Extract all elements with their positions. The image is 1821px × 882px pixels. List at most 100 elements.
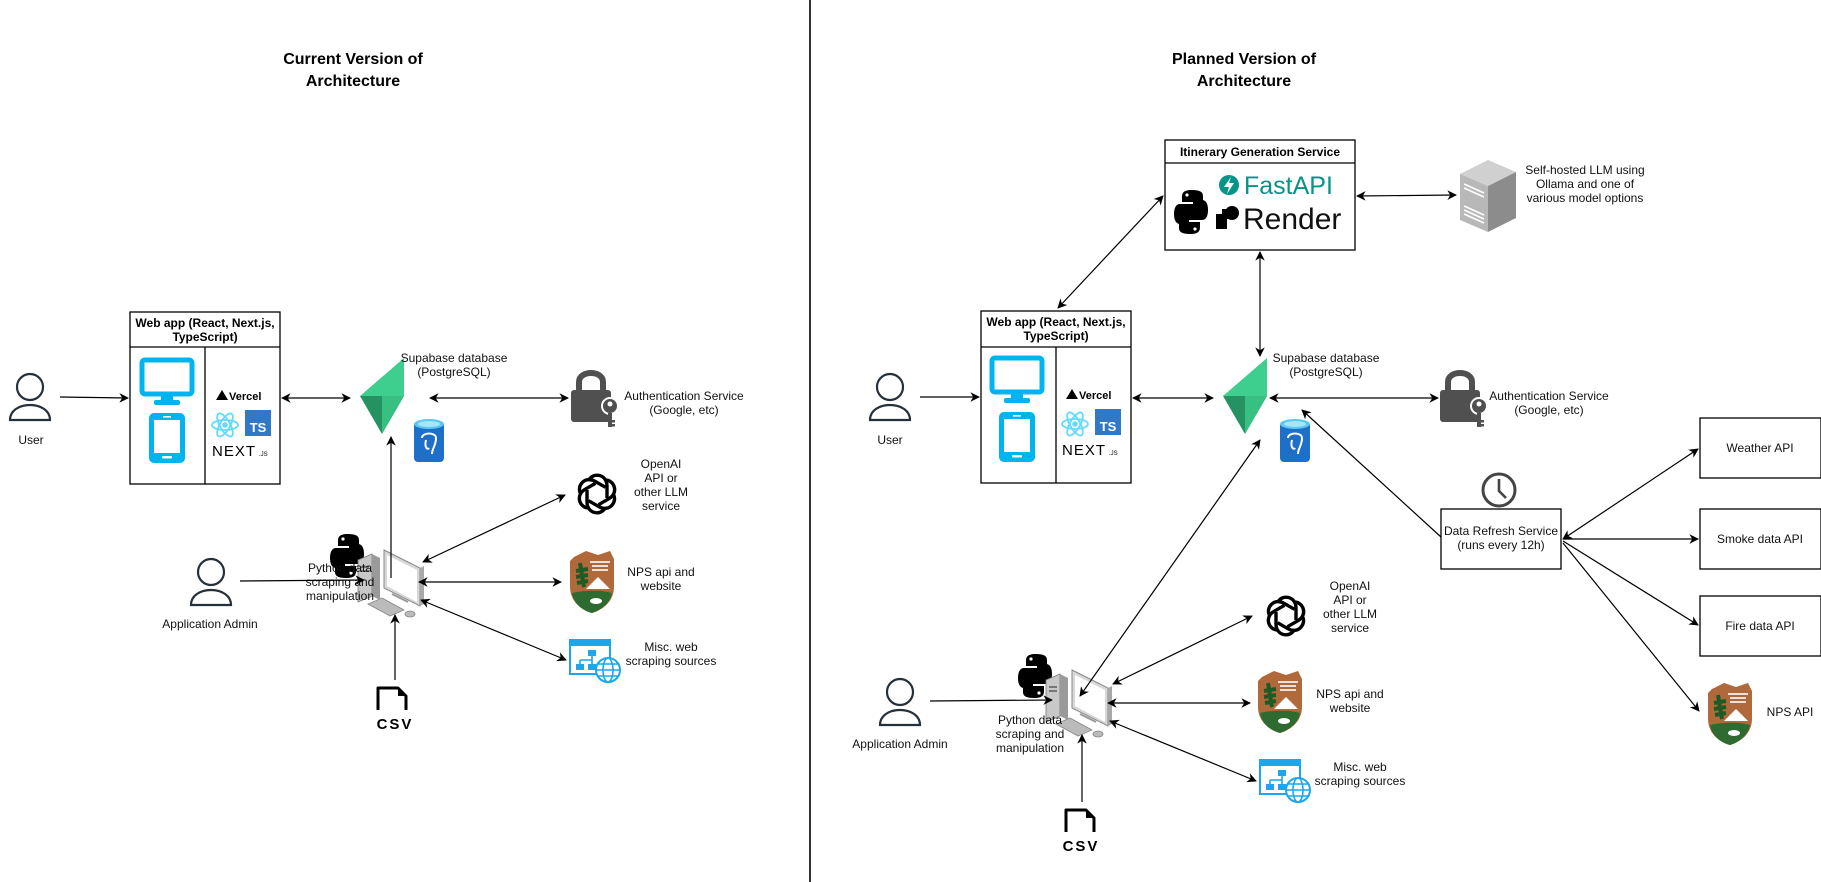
vercel-label: Vercel: [229, 391, 261, 403]
fastapi-label: FastAPI: [1244, 172, 1333, 200]
auth-label-line1: Authentication Service: [1489, 389, 1609, 403]
fire-api-label: Fire data API: [1725, 619, 1794, 633]
supabase-label-line1: Supabase database: [1273, 351, 1380, 365]
misc-label-line1: Misc. web: [644, 640, 698, 654]
webapp-header-line1: Web app (React, Next.js,: [986, 315, 1125, 329]
user-label: User: [877, 433, 902, 447]
edge-webapp-itinerary: [1057, 195, 1164, 309]
edge-admin-python: [239, 575, 365, 585]
admin-label: Application Admin: [162, 617, 257, 631]
openai-label-line4: service: [1331, 621, 1369, 635]
csv-label: CSV: [1063, 838, 1100, 855]
weather-api-box: [1699, 417, 1821, 479]
openai-label-line3: other LLM: [1323, 607, 1377, 621]
edge-refresh-fire: [1562, 540, 1699, 626]
typescript-label: TS: [1100, 419, 1117, 434]
openai-label-line1: OpenAI: [1330, 579, 1371, 593]
openai-label-line4: service: [642, 499, 680, 513]
python-label-line2: scraping and: [306, 575, 375, 589]
misc-label-line2: scraping sources: [626, 654, 717, 668]
edge-admin-python: [929, 695, 1053, 705]
auth-label-line2: (Google, etc): [1514, 403, 1583, 417]
edge-python-misc: [420, 598, 567, 662]
postgresql-icon: [413, 418, 445, 463]
python-label-line2: scraping and: [996, 727, 1065, 741]
nps-api-icon: [1706, 681, 1754, 747]
nps-label-line1: NPS api and: [627, 565, 694, 579]
vercel-label: Vercel: [1079, 390, 1111, 402]
webapp-header-line1: Web app (React, Next.js,: [135, 316, 274, 330]
nps-label-line1: NPS api and: [1316, 687, 1383, 701]
supabase-icon: [360, 358, 404, 434]
llm-label-line2: Ollama and one of: [1536, 177, 1635, 191]
vercel-icon: [216, 390, 228, 400]
supabase-label-line2: (PostgreSQL): [1289, 365, 1362, 379]
nps-icon: [568, 549, 616, 615]
planned-architecture-panel: Planned Version of Architecture Itinerar…: [852, 51, 1821, 855]
csv-file-icon: [376, 686, 408, 712]
edge-user-webapp: [59, 393, 129, 403]
python-label-line1: Python data: [308, 561, 372, 575]
nextjs-logo: NEXT: [212, 443, 256, 460]
misc-label-line1: Misc. web: [1333, 760, 1387, 774]
nextjs-suffix: .JS: [259, 452, 268, 458]
nextjs-suffix: .JS: [1109, 451, 1118, 457]
csv-file-icon: [1064, 808, 1096, 834]
csv-label: CSV: [377, 716, 414, 733]
edge-refresh-nps-api: [1562, 542, 1700, 712]
typescript-label: TS: [250, 420, 267, 435]
misc-label-line2: scraping sources: [1315, 774, 1406, 788]
openai-label-line3: other LLM: [634, 485, 688, 499]
admin-user-icon: [189, 557, 233, 607]
web-scraping-icon: [569, 639, 621, 683]
planned-title-line1: Planned Version of: [1172, 51, 1317, 68]
planned-title-line2: Architecture: [1197, 73, 1291, 90]
nps-api-label: NPS API: [1767, 705, 1814, 719]
edge-supabase-python: [1079, 439, 1261, 697]
render-icon: [1216, 206, 1239, 229]
admin-user-icon: [878, 677, 922, 727]
refresh-label-line1: Data Refresh Service: [1444, 524, 1558, 538]
python-label-line1: Python data: [998, 713, 1062, 727]
user-icon: [8, 372, 52, 422]
auth-label-line1: Authentication Service: [624, 389, 744, 403]
current-architecture-panel: Current Version of Architecture User Web…: [8, 51, 744, 733]
mobile-icon: [149, 413, 185, 463]
postgresql-icon: [1279, 418, 1311, 463]
edge-refresh-supabase: [1301, 409, 1442, 538]
weather-api-label: Weather API: [1726, 441, 1793, 455]
llm-label-line3: various model options: [1527, 191, 1644, 205]
edge-python-openai: [422, 494, 566, 563]
edge-itinerary-llm: [1356, 190, 1457, 201]
admin-label: Application Admin: [852, 737, 947, 751]
edge-python-openai: [1112, 615, 1253, 685]
clock-icon: [1481, 472, 1517, 508]
openai-label-line1: OpenAI: [641, 457, 682, 471]
auth-label-line2: (Google, etc): [649, 403, 718, 417]
python-label-line3: manipulation: [306, 589, 374, 603]
refresh-label-line2: (runs every 12h): [1457, 538, 1544, 552]
edge-refresh-weather: [1562, 448, 1699, 540]
supabase-label-line2: (PostgreSQL): [417, 365, 490, 379]
openai-label-line2: API or: [644, 471, 677, 485]
vercel-icon: [1066, 389, 1078, 399]
lock-key-icon: [1440, 373, 1487, 427]
webapp-header-line2: TypeScript): [1023, 329, 1088, 343]
nps-label-line2: website: [640, 579, 682, 593]
supabase-icon: [1223, 358, 1267, 434]
webapp-header-line2: TypeScript): [172, 330, 237, 344]
nps-icon: [1256, 669, 1304, 735]
smoke-api-box: [1699, 508, 1821, 570]
openai-icon: [1263, 595, 1309, 637]
webapp-box: Web app (React, Next.js, TypeScript) Ver…: [980, 310, 1132, 484]
smoke-api-label: Smoke data API: [1717, 532, 1803, 546]
supabase-label-line1: Supabase database: [401, 351, 508, 365]
openai-icon: [574, 473, 620, 515]
render-label: Render: [1243, 203, 1341, 236]
data-refresh-box: [1440, 508, 1562, 570]
edge-python-misc: [1109, 719, 1257, 783]
nextjs-logo: NEXT: [1062, 442, 1106, 459]
itinerary-header: Itinerary Generation Service: [1180, 145, 1340, 159]
user-icon: [868, 372, 912, 422]
